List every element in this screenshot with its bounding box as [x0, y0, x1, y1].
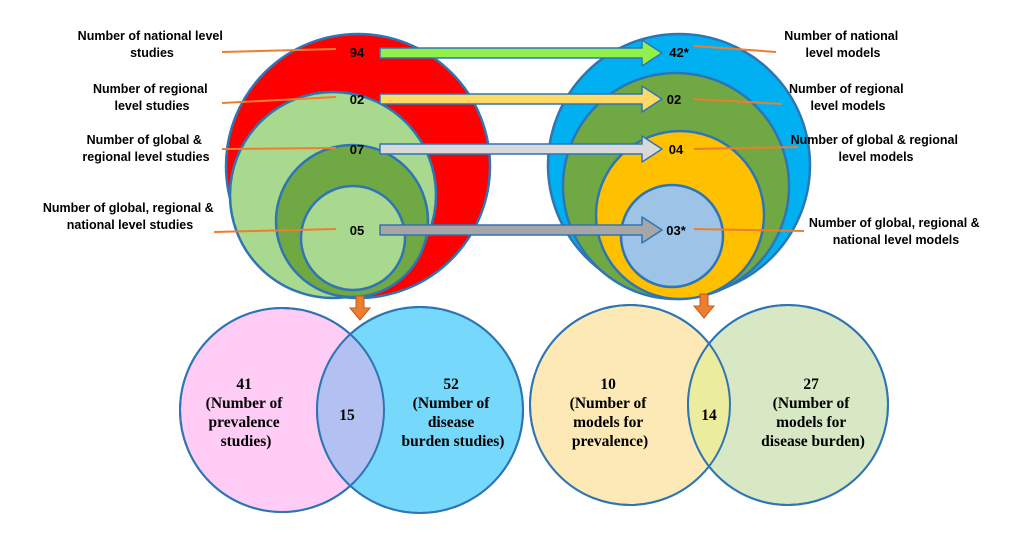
venn-models-center-value: 14	[701, 407, 717, 424]
arrow-all-levels	[379, 216, 663, 244]
arrow-global-regional	[379, 135, 663, 163]
down-arrows	[348, 293, 716, 321]
leader-global-regional-models	[693, 146, 799, 150]
leader-national-studies	[221, 48, 337, 53]
venn-models-right-text: 27 (Number of models for disease burden)	[761, 376, 865, 450]
label-all-studies: Number of global, regional & national le…	[43, 201, 217, 232]
value-global-regional-models: 04	[669, 142, 684, 157]
nested-values: 94 02 07 05 42* 02 04 03*	[350, 45, 690, 238]
leader-regional-models	[693, 98, 783, 105]
label-global-regional-studies: Number of global & regional level studie…	[82, 133, 209, 164]
label-national-studies: Number of national level studies	[78, 29, 227, 60]
venn-studies-prevalence-outline	[179, 307, 385, 513]
value-all-models: 03*	[666, 223, 686, 238]
leader-regional-studies	[221, 96, 337, 104]
value-regional-models: 02	[667, 92, 681, 107]
venn-studies-center-value: 15	[339, 407, 355, 424]
value-regional-studies: 02	[350, 92, 364, 107]
studies-nested-circles	[224, 32, 492, 300]
label-regional-models: Number of regional level models	[789, 82, 907, 113]
circle-all-levels-studies	[299, 184, 407, 292]
models-nested-circles	[546, 32, 812, 301]
models-labels: Number of national level models Number o…	[784, 29, 983, 247]
venn-studies-right-text: 52 (Number of disease burden studies)	[402, 376, 505, 450]
label-national-models: Number of national level models	[784, 29, 901, 60]
leader-all-studies	[213, 228, 337, 233]
value-global-regional-studies: 07	[350, 142, 364, 157]
leader-all-models	[693, 228, 805, 232]
label-global-regional-models: Number of global & regional level models	[791, 133, 962, 164]
arrow-regional	[379, 85, 663, 113]
down-arrow-studies	[348, 295, 372, 321]
value-national-models: 42*	[669, 45, 689, 60]
leader-national-models	[693, 45, 777, 53]
venn-models: 10 (Number of models for prevalence) 14 …	[529, 304, 889, 506]
circle-all-levels-models	[619, 183, 725, 289]
leader-lines	[213, 45, 805, 233]
venn-studies-burden-outline	[316, 306, 524, 514]
arrow-national	[379, 39, 663, 67]
venn-models-prevalence-outline	[529, 304, 731, 506]
leader-global-regional-studies	[221, 147, 337, 150]
venn-studies: 41 (Number of prevalence studies) 15 52 …	[179, 306, 524, 514]
venn-studies-overlap	[317, 308, 384, 512]
label-regional-studies: Number of regional level studies	[93, 82, 211, 113]
down-arrow-models	[692, 293, 716, 319]
connecting-arrows	[379, 39, 663, 244]
value-national-studies: 94	[350, 45, 365, 60]
venn-models-burden-outline	[687, 304, 889, 506]
studies-labels: Number of national level studies Number …	[43, 29, 227, 232]
venn-models-left-text: 10 (Number of models for prevalence)	[570, 376, 651, 450]
venn-studies-left-text: 41 (Number of prevalence studies)	[206, 376, 287, 450]
label-all-models: Number of global, regional & national le…	[809, 216, 983, 247]
value-all-studies: 05	[350, 223, 364, 238]
